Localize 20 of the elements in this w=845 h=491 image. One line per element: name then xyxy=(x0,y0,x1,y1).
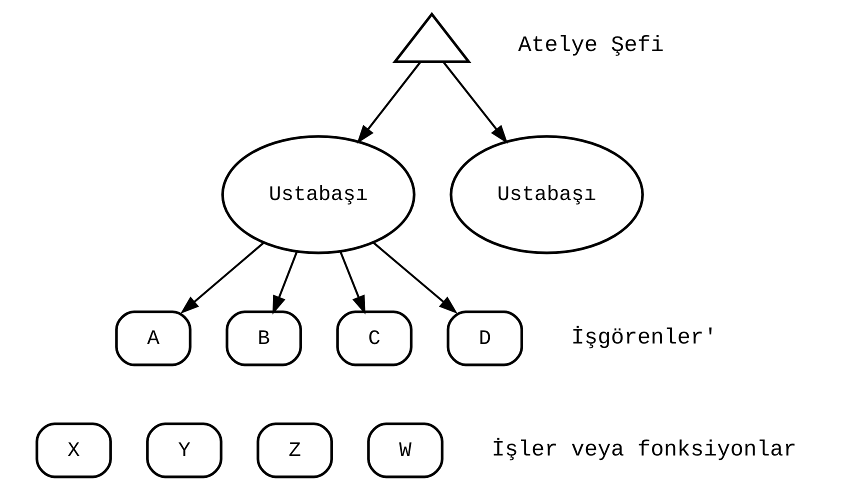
arrow xyxy=(338,250,365,314)
arrow xyxy=(442,61,508,144)
label: İşgörenler' xyxy=(570,326,716,350)
arrow xyxy=(272,251,298,315)
node-ellipse: Ustabaşı xyxy=(449,135,644,254)
node-box: Z xyxy=(256,422,332,478)
node-box: B xyxy=(225,310,302,366)
label: İşler veya fonksiyonlar xyxy=(491,438,796,462)
node-box: Y xyxy=(146,422,222,478)
node-box: D xyxy=(446,310,523,366)
node-box: X xyxy=(35,422,112,478)
node-triangle xyxy=(392,12,471,63)
node-box: A xyxy=(114,310,191,366)
node-ellipse: Ustabaşı xyxy=(220,135,415,254)
arrow xyxy=(356,61,421,144)
node-box: W xyxy=(366,422,443,478)
node-box: C xyxy=(336,310,412,366)
arrow xyxy=(372,242,458,314)
node-label: Atelye Şefi xyxy=(518,32,664,58)
arrow xyxy=(180,242,264,314)
